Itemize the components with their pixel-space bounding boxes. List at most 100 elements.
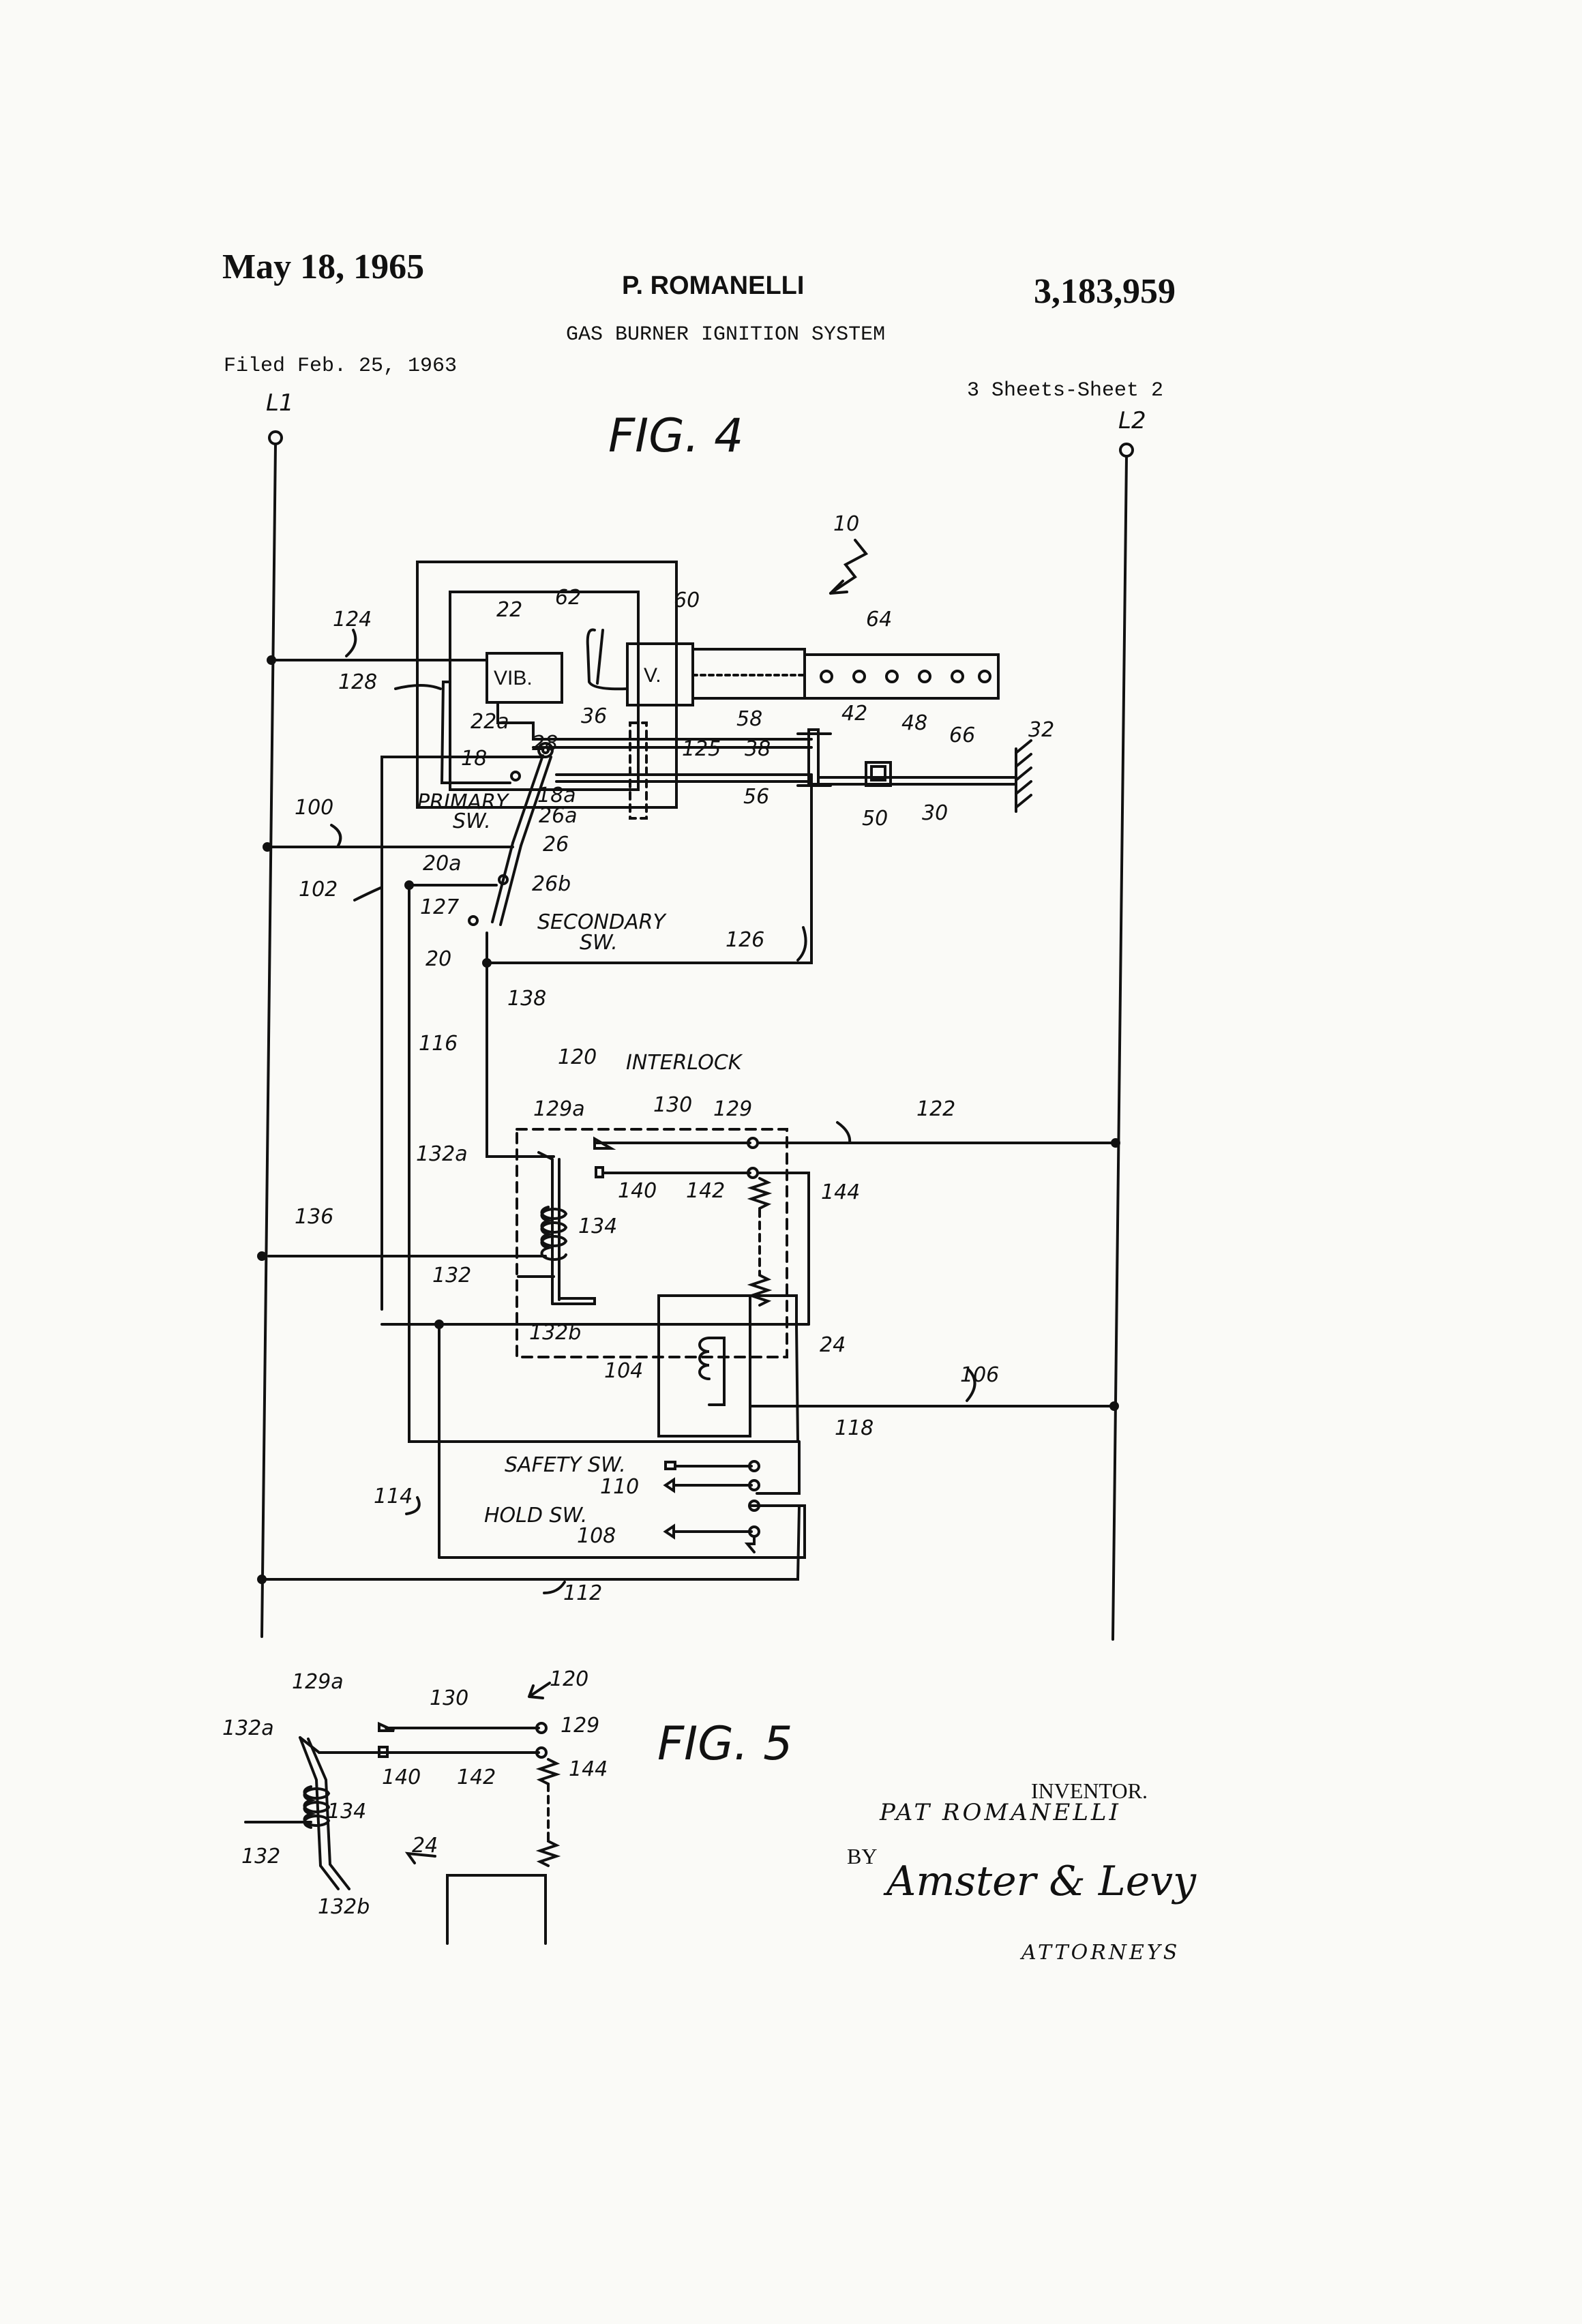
- label-118: 118: [835, 1416, 874, 1440]
- label-136: 136: [295, 1205, 333, 1229]
- label-134: 134: [578, 1215, 617, 1238]
- leader-126: [798, 927, 806, 960]
- label-100: 100: [295, 796, 333, 820]
- label-20: 20: [426, 947, 451, 971]
- fig5-label: FIG. 5: [657, 1717, 792, 1771]
- junction-dot: [268, 657, 275, 664]
- bar-hole: [854, 671, 865, 682]
- label-108: 108: [577, 1524, 616, 1548]
- l2-terminal: [1120, 444, 1133, 456]
- relay-contact-link: [750, 1296, 796, 1326]
- primary-sw-label: SW.: [453, 809, 491, 833]
- label-106: 106: [960, 1363, 999, 1387]
- label-l1: L1: [266, 389, 294, 417]
- label-48: 48: [901, 711, 927, 735]
- label-132a: 132a: [416, 1142, 468, 1166]
- label-120: 120: [558, 1045, 597, 1069]
- label-128: 128: [338, 670, 377, 694]
- fig5-relay-24: [447, 1875, 546, 1943]
- interlock-label: INTERLOCK: [626, 1051, 743, 1075]
- fig5-label-120: 120: [550, 1667, 588, 1691]
- label-125: 125: [682, 737, 721, 761]
- label-124: 124: [333, 608, 372, 631]
- label-28: 28: [532, 732, 558, 756]
- label-10: 10: [833, 512, 859, 536]
- label-62: 62: [555, 586, 581, 610]
- fig5-label-142: 142: [457, 1766, 496, 1789]
- leader-122: [837, 1122, 850, 1143]
- label-64: 64: [866, 608, 892, 631]
- label-104: 104: [604, 1359, 643, 1383]
- hold-lead: [747, 1536, 754, 1552]
- label-18: 18: [461, 747, 487, 771]
- label-126: 126: [726, 928, 764, 952]
- junction-dot: [483, 959, 490, 966]
- label-129: 129: [713, 1097, 752, 1121]
- l1-terminal: [269, 432, 282, 444]
- label-26b: 26b: [532, 872, 571, 896]
- vib-label: VIB.: [494, 667, 533, 689]
- hold-sw-label: HOLD SW.: [484, 1504, 587, 1528]
- label-138: 138: [507, 987, 546, 1011]
- leader-100: [331, 825, 340, 846]
- wire-118: [750, 1326, 798, 1442]
- junction-dot: [1111, 1403, 1118, 1410]
- bimetal-foot-132b: [552, 1298, 595, 1304]
- spring-144-lower: [751, 1275, 768, 1305]
- fig4-label: FIG. 4: [608, 409, 743, 463]
- fig5-spring-144: [540, 1759, 556, 1784]
- bar-64: [805, 655, 998, 698]
- label-26a: 26a: [539, 804, 578, 828]
- safety-sw-label: SAFETY SW.: [505, 1453, 626, 1477]
- wire-118-lower: [757, 1442, 799, 1493]
- heater-coil-134: [541, 1207, 566, 1260]
- label-l2: L2: [1118, 407, 1146, 434]
- label-116: 116: [419, 1032, 458, 1056]
- fig5-label-129a: 129a: [292, 1670, 344, 1694]
- label-24: 24: [820, 1333, 846, 1357]
- bar-hole: [821, 671, 832, 682]
- label-110: 110: [600, 1475, 639, 1499]
- bar-hole: [886, 671, 897, 682]
- label-50: 50: [862, 807, 888, 831]
- label-56: 56: [743, 785, 769, 809]
- fig5-arrow-120: [529, 1683, 550, 1698]
- label-60: 60: [674, 589, 700, 612]
- ref-10-arrow: [831, 540, 866, 593]
- contact-20: [469, 917, 477, 925]
- valve-label: V.: [644, 664, 661, 687]
- pipe-62: [588, 630, 627, 689]
- bar-hole: [979, 671, 990, 682]
- label-58: 58: [736, 707, 762, 731]
- leader-124: [346, 630, 355, 656]
- relay-coil-leads: [709, 1338, 724, 1405]
- label-122: 122: [916, 1097, 955, 1121]
- label-127: 127: [420, 895, 459, 919]
- pipe-62-inner: [597, 630, 603, 683]
- wall-hatching: [1016, 741, 1031, 807]
- fig5-label-132: 132: [241, 1845, 280, 1868]
- junction-dot: [258, 1576, 265, 1583]
- spring-144: [751, 1178, 768, 1208]
- bar-hole: [919, 671, 930, 682]
- label-20a: 20a: [423, 852, 462, 876]
- label-26: 26: [543, 833, 569, 856]
- label-132: 132: [432, 1264, 471, 1287]
- contact-18a: [511, 772, 520, 780]
- label-112: 112: [563, 1581, 602, 1605]
- label-22a: 22a: [471, 710, 509, 734]
- label-32: 32: [1028, 718, 1054, 742]
- label-130: 130: [653, 1093, 692, 1117]
- label-22: 22: [496, 598, 522, 622]
- label-30: 30: [922, 801, 948, 825]
- label-102: 102: [299, 878, 338, 902]
- fig5-label-140: 140: [382, 1766, 421, 1789]
- secondary-sw-label: SW.: [580, 931, 618, 955]
- junction-dot: [406, 882, 413, 889]
- label-129a: 129a: [533, 1097, 585, 1121]
- fig5-label-132a: 132a: [222, 1716, 274, 1740]
- bar-hole: [952, 671, 963, 682]
- label-36: 36: [581, 704, 607, 728]
- l1-power-line: [262, 445, 275, 1637]
